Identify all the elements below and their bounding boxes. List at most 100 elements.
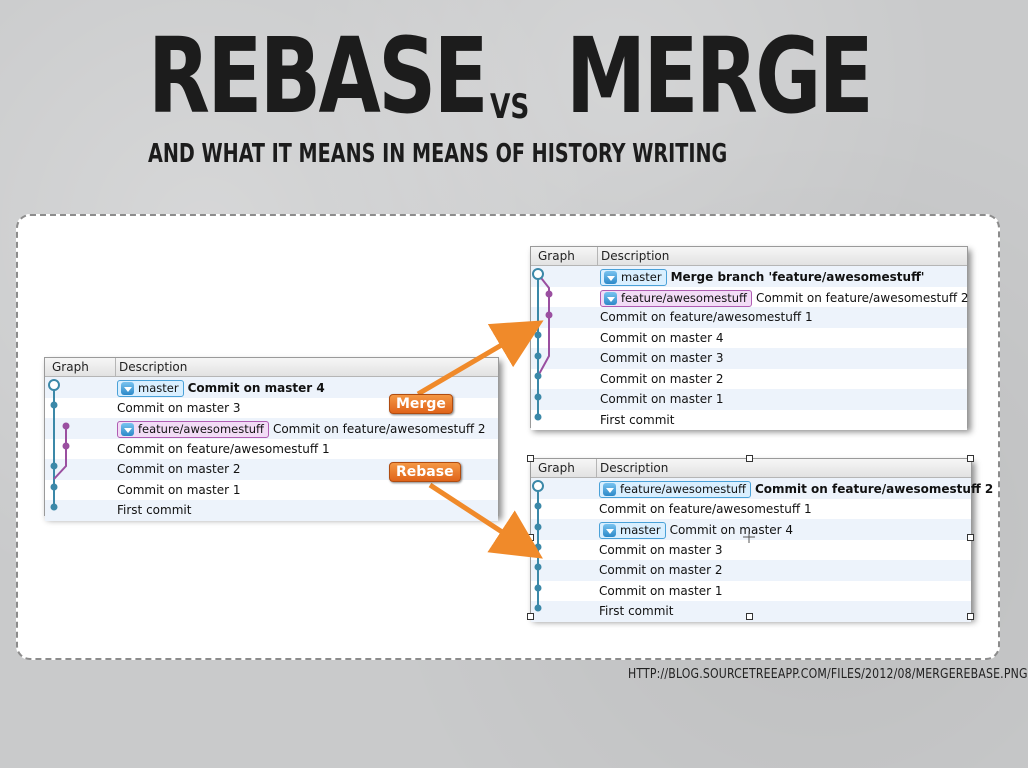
commit-description: Commit on feature/awesomestuff 1 — [117, 442, 330, 456]
commit-row[interactable]: feature/awesomestuff Commit on feature/aw… — [45, 418, 498, 439]
branch-icon — [121, 382, 134, 395]
commit-row[interactable]: Commit on master 2 — [531, 560, 971, 581]
slide-subtitle: And what it means in means of history wr… — [148, 139, 728, 169]
description-column-header[interactable]: Description — [119, 360, 188, 374]
commit-description: master Merge branch 'feature/awesomestuff… — [600, 269, 924, 286]
commit-message: Merge branch 'feature/awesomestuff' — [670, 270, 925, 284]
rebase-callout: Rebase — [389, 462, 461, 482]
commit-row[interactable]: Commit on master 3 — [531, 539, 971, 560]
commit-message: Commit on feature/awesomestuff 2 — [755, 290, 969, 305]
branch-tag-label: master — [621, 270, 662, 284]
description-column-header[interactable]: Description — [600, 461, 669, 475]
branch-tag-label: feature/awesomestuff — [621, 290, 747, 305]
commit-message: Commit on master 3 — [600, 351, 724, 365]
branch-tag-label: feature/awesomestuff — [620, 482, 746, 496]
commit-message: First commit — [599, 604, 674, 618]
slide-title: Rebase vs Merge And what it means in mea… — [148, 10, 1008, 170]
resize-handle-bm[interactable] — [746, 613, 753, 620]
commit-description: Commit on master 1 — [117, 483, 240, 497]
commit-message: Commit on master 1 — [117, 482, 241, 497]
commit-message: Commit on feature/awesomestuff 2 — [754, 482, 994, 496]
branch-icon — [604, 271, 617, 284]
resize-handle-mr[interactable] — [967, 534, 974, 541]
commit-description: First commit — [117, 503, 191, 517]
branch-tag[interactable]: master — [599, 522, 666, 539]
branch-icon — [603, 483, 616, 496]
commit-row[interactable]: Commit on master 1 — [531, 580, 971, 601]
branch-tag-label: feature/awesomestuff — [138, 422, 264, 436]
resize-handle-tm[interactable] — [746, 455, 753, 462]
resize-handle-bl[interactable] — [527, 613, 534, 620]
commit-message: Commit on master 1 — [600, 392, 724, 406]
commit-message: First commit — [600, 412, 675, 427]
commit-row[interactable]: First commit — [531, 601, 971, 622]
commit-message: Commit on feature/awesomestuff 2 — [272, 422, 486, 436]
commit-message: Commit on master 3 — [117, 400, 241, 415]
commit-message: Commit on master 4 — [600, 330, 724, 345]
commit-row[interactable]: Commit on master 1 — [531, 389, 967, 410]
commit-graph — [48, 379, 70, 511]
branch-icon — [121, 423, 134, 436]
commit-list: master Merge branch 'feature/awesomestuff… — [531, 266, 969, 430]
commit-description: Commit on master 2 — [599, 563, 722, 577]
commit-message: Commit on master 2 — [599, 563, 723, 577]
commit-description: Commit on master 2 — [117, 462, 240, 476]
commit-row[interactable]: master Merge branch 'feature/awesomestuff… — [531, 266, 967, 287]
graph-column-header[interactable]: Graph — [538, 249, 575, 263]
commit-row[interactable]: Commit on master 3 — [531, 348, 967, 369]
branch-tag[interactable]: master — [600, 269, 667, 286]
graph-column-header[interactable]: Graph — [52, 360, 89, 374]
resize-handle-tl[interactable] — [527, 455, 534, 462]
commit-row[interactable]: First commit — [45, 500, 498, 521]
commit-message: Commit on master 2 — [117, 462, 241, 476]
commit-row[interactable]: Commit on master 1 — [45, 479, 498, 500]
commit-description: Commit on master 1 — [599, 584, 722, 598]
title-merge: Merge — [566, 15, 874, 137]
resize-handle-br[interactable] — [967, 613, 974, 620]
commit-message: Commit on master 2 — [600, 371, 724, 386]
commit-row[interactable]: Commit on master 4 — [531, 327, 967, 348]
commit-description: Commit on master 2 — [600, 372, 723, 386]
commit-row[interactable]: First commit — [531, 409, 967, 430]
resize-handle-tr[interactable] — [967, 455, 974, 462]
source-url: http://blog.sourcetreeapp.com/files/2012… — [628, 666, 1028, 682]
commit-row[interactable]: Commit on feature/awesomestuff 1 — [45, 438, 498, 459]
commit-row[interactable]: Commit on feature/awesomestuff 1 — [531, 307, 967, 328]
commit-message: Commit on master 4 — [669, 523, 794, 537]
commit-row[interactable]: Commit on master 3 — [45, 397, 498, 418]
branch-tag[interactable]: feature/awesomestuff — [600, 289, 752, 307]
commit-message: Commit on master 3 — [599, 542, 723, 557]
merge-callout: Merge — [389, 394, 453, 414]
commit-description: First commit — [599, 604, 673, 618]
merge-arrow — [416, 320, 544, 397]
commit-row[interactable]: Commit on master 2 — [45, 459, 498, 480]
branch-tag[interactable]: feature/awesomestuff — [117, 421, 269, 438]
branch-icon — [603, 524, 616, 537]
commit-row[interactable]: feature/awesomestuff Commit on feature/aw… — [531, 478, 993, 499]
title-vs: vs — [490, 87, 530, 127]
column-header: Graph Description — [531, 247, 967, 266]
branch-icon — [604, 291, 617, 305]
commit-description: Commit on master 3 — [117, 401, 240, 415]
move-cursor-icon — [743, 531, 755, 543]
commit-message: Commit on feature/awesomestuff 1 — [600, 310, 813, 324]
commit-description: Commit on master 3 — [600, 351, 723, 365]
commit-description: First commit — [600, 413, 674, 427]
commit-row[interactable]: feature/awesomestuff Commit on feature/aw… — [531, 286, 969, 307]
title-rebase: Rebase — [148, 15, 489, 137]
description-column-header[interactable]: Description — [601, 249, 670, 263]
commit-message: First commit — [117, 503, 192, 517]
graph-column-header[interactable]: Graph — [538, 461, 575, 475]
commit-row[interactable]: Commit on feature/awesomestuff 1 — [531, 498, 971, 519]
branch-tag[interactable]: master — [117, 380, 184, 397]
commit-row[interactable]: Commit on master 2 — [531, 368, 967, 389]
branch-tag[interactable]: feature/awesomestuff — [599, 481, 751, 498]
commit-description: Commit on master 3 — [599, 543, 722, 557]
